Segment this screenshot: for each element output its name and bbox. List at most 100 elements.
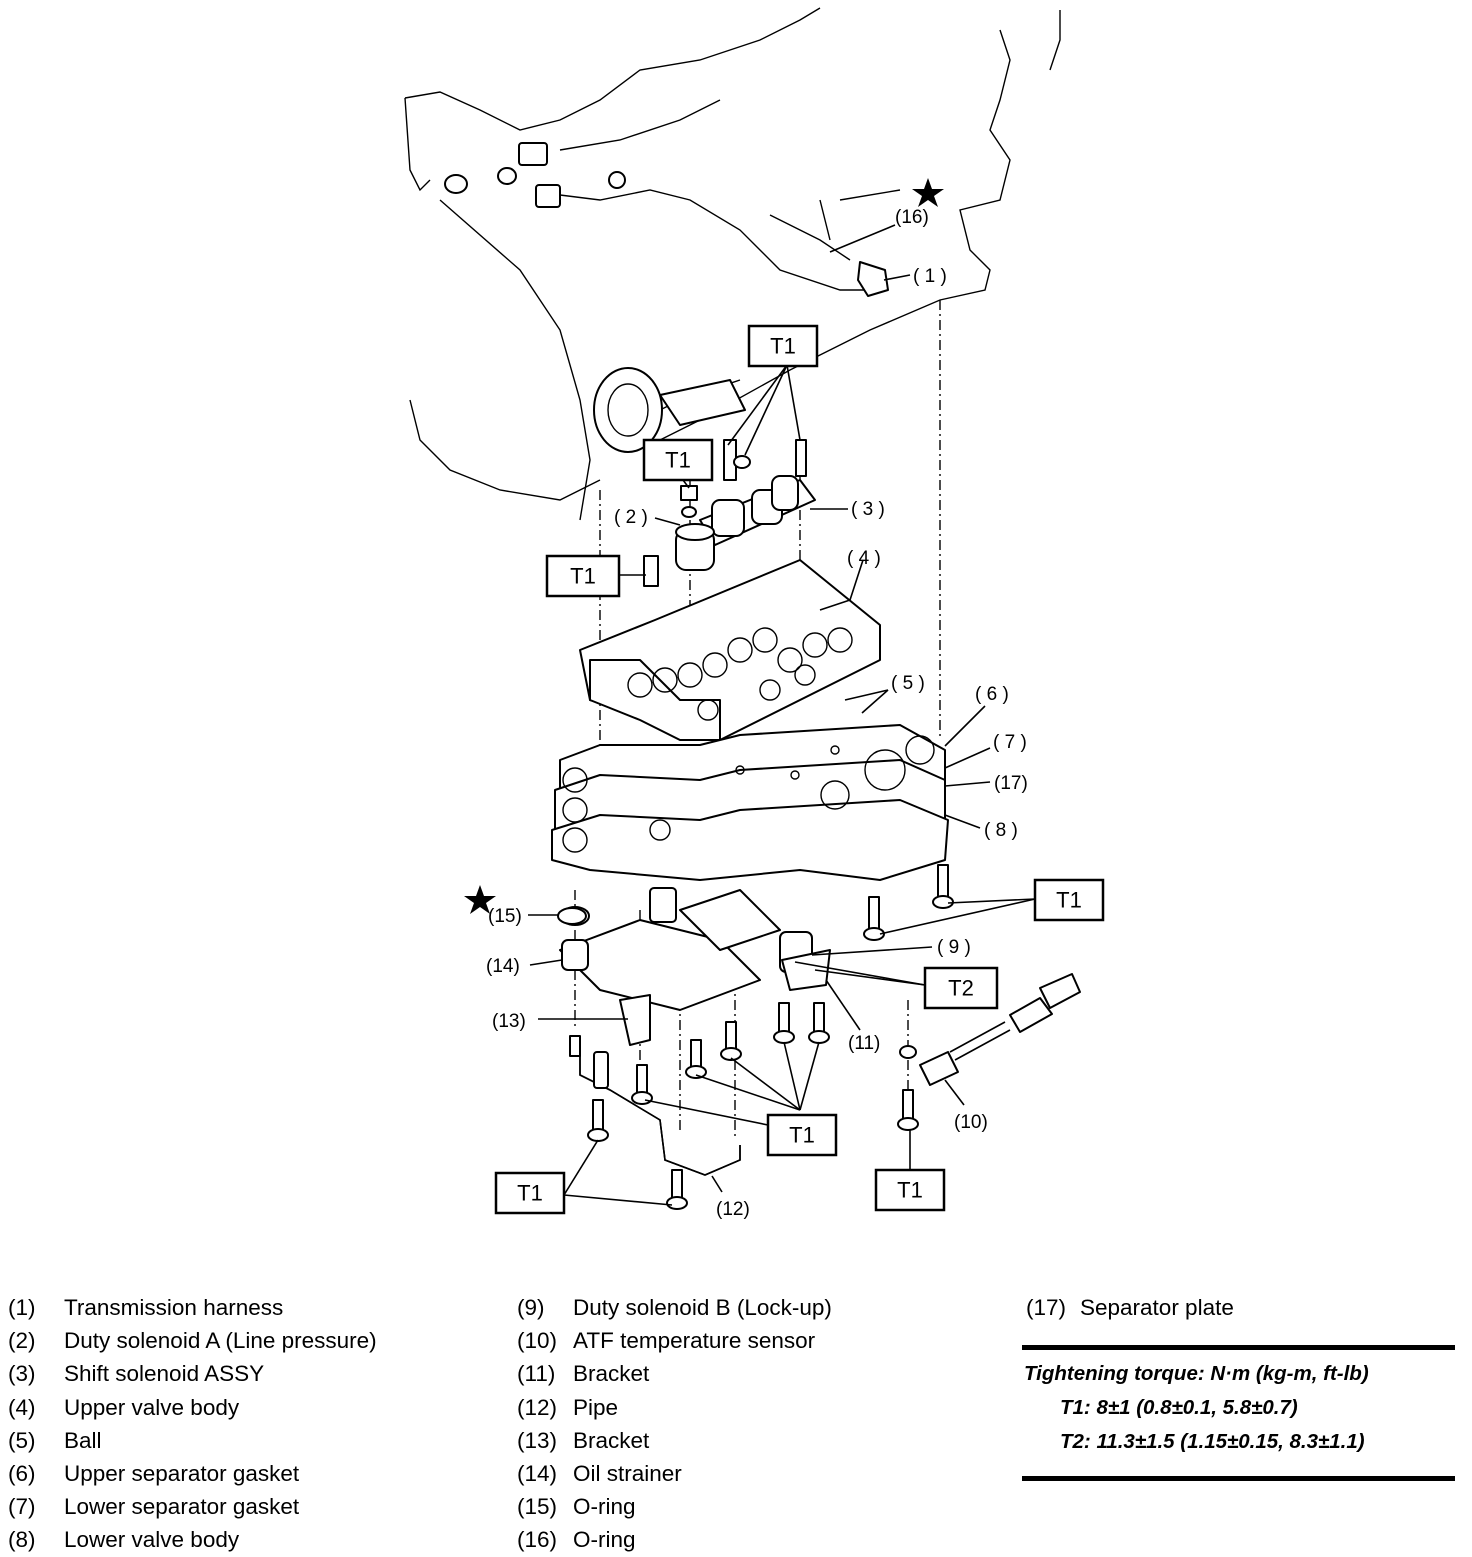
callout-10: (10) <box>954 1112 988 1133</box>
torque-box-t1-solenoid-a: T1 <box>642 438 714 482</box>
legend-number: (13) <box>517 1427 558 1453</box>
svg-text:T1: T1 <box>789 1123 815 1148</box>
callout-8: ( 8 ) <box>984 820 1018 841</box>
legend-number: (1) <box>8 1295 36 1320</box>
legend-label: Transmission harness <box>64 1295 284 1320</box>
legend-item: (9) Duty solenoid B (Lock-up) <box>517 1291 832 1324</box>
legend-item: (15)O-ring <box>517 1490 832 1523</box>
callout-7: ( 7 ) <box>993 732 1027 753</box>
bracket-13 <box>619 994 651 1046</box>
torque-title: Tightening torque: N·m (kg-m, ft-lb) <box>1024 1362 1369 1385</box>
svg-text:T1: T1 <box>517 1181 543 1206</box>
legend-item: (13) Bracket <box>517 1424 832 1457</box>
torque-spec-t2: T2: 11.3±1.5 (1.15±0.15, 8.3±1.1) <box>1060 1430 1365 1453</box>
legend-number: (8) <box>8 1527 36 1553</box>
legend-label: O-ring <box>573 1494 636 1520</box>
bolts <box>569 864 954 1210</box>
callout-3: ( 3 ) <box>851 499 885 520</box>
legend-number: (6) <box>8 1461 36 1487</box>
legend-item: (1) Transmission harness <box>8 1291 377 1324</box>
legend-label: Lower valve body <box>64 1527 240 1553</box>
callout-6: ( 6 ) <box>975 684 1009 705</box>
legend-item: (5) Ball <box>8 1424 377 1457</box>
callout-15: (15) <box>488 906 522 927</box>
leader-lines <box>528 224 1036 1206</box>
torque-box-t2: T2 <box>923 966 999 1010</box>
transmission-case <box>404 7 1061 521</box>
legend-number: (17) <box>1026 1295 1067 1320</box>
legend-label: Upper separator gasket <box>64 1461 300 1487</box>
legend-item: (4)Upper valve body <box>8 1391 377 1424</box>
torque-box-t1-lower-right: T1 <box>874 1168 946 1212</box>
callout-1: ( 1 ) <box>913 266 947 287</box>
legend-item: (3) Shift solenoid ASSY <box>8 1357 377 1390</box>
legend-item: (8) Lower valve body <box>8 1523 377 1556</box>
legend-label: Bracket <box>573 1361 650 1387</box>
legend-number: (5) <box>8 1427 36 1453</box>
torque-box-t1-right: T1 <box>1033 878 1105 922</box>
svg-text:T1: T1 <box>570 564 596 589</box>
callout-16: (16) <box>895 207 929 228</box>
callout-2: ( 2 ) <box>614 507 648 528</box>
torque-box-t1-lower-center: T1 <box>766 1113 838 1157</box>
svg-text:T1: T1 <box>665 448 691 473</box>
legend-label: Duty solenoid A (Line pressure) <box>64 1328 377 1354</box>
legend-number: (10) <box>517 1328 558 1354</box>
o-ring-15 <box>557 907 587 925</box>
callout-14: (14) <box>486 956 520 977</box>
legend-item: (14)Oil strainer <box>517 1457 832 1490</box>
legend-label: Ball <box>64 1427 102 1453</box>
legend-number: (2) <box>8 1328 36 1354</box>
legend-number: (9) <box>517 1295 545 1320</box>
shift-solenoid-assy <box>699 439 816 546</box>
duty-solenoid-a <box>643 485 715 587</box>
legend-item: (11) Bracket <box>517 1357 832 1390</box>
legend-label: Separator plate <box>1080 1295 1234 1320</box>
upper-valve-body <box>579 559 881 741</box>
torque-boxes: T1 T1 T1 T1 T2 T1 T1 T1 <box>494 324 1105 1215</box>
torque-box-t1-left: T1 <box>545 554 621 598</box>
svg-text:T2: T2 <box>948 976 974 1001</box>
legend-label: Duty solenoid B (Lock-up) <box>573 1295 832 1320</box>
torque-box-t1-lower-left: T1 <box>494 1171 566 1215</box>
legend-label: Upper valve body <box>64 1394 240 1420</box>
legend-item: (12) Pipe <box>517 1391 832 1424</box>
pipe <box>579 1045 741 1176</box>
callout-labels: ( 1 ) ( 2 ) ( 3 ) ( 4 ) ( 5 ) ( 6 ) ( 7 … <box>486 207 1028 1220</box>
torque-box-t1-top: T1 <box>747 324 819 368</box>
legend-number: (11) <box>517 1361 556 1387</box>
callout-12: (12) <box>716 1199 750 1220</box>
legend-label: Shift solenoid ASSY <box>64 1361 265 1387</box>
callout-5: ( 5 ) <box>891 673 925 694</box>
legend-column-2: (9) Duty solenoid B (Lock-up) (10) ATF tem… <box>517 1291 832 1557</box>
svg-text:T1: T1 <box>770 334 796 359</box>
legend-item: (6) Upper separator gasket <box>8 1457 377 1490</box>
svg-text:T1: T1 <box>897 1178 923 1203</box>
legend-item: (7) Lower separator gasket <box>8 1490 377 1523</box>
callout-17: (17) <box>994 773 1028 794</box>
legend-label: Lower separator gasket <box>64 1494 300 1520</box>
torque-spec-t1: T1: 8±1 (0.8±0.1, 5.8±0.7) <box>1060 1396 1298 1419</box>
legend-item: (10) ATF temperature sensor <box>517 1324 832 1357</box>
svg-text:T1: T1 <box>1056 888 1082 913</box>
legend-number: (16) <box>517 1527 558 1553</box>
legend-item: (17) Separator plate <box>1026 1291 1234 1324</box>
legend-item: (16) O-ring <box>517 1523 832 1556</box>
legend-label: Bracket <box>573 1427 650 1453</box>
legend-label: O-ring <box>573 1527 636 1553</box>
exploded-view-diagram: ( 1 ) ( 2 ) ( 3 ) ( 4 ) ( 5 ) ( 6 ) ( 7 … <box>404 7 1105 1220</box>
legend-number: (12) <box>517 1394 558 1420</box>
star-mark-16 <box>912 178 944 207</box>
bracket-11 <box>781 949 831 991</box>
star-mark-15 <box>464 885 496 914</box>
legend-label: ATF temperature sensor <box>573 1328 816 1354</box>
callout-4: ( 4 ) <box>847 548 881 569</box>
tightening-torque-box: Tightening torque: N·m (kg-m, ft-lb) T1:… <box>1022 1345 1455 1481</box>
legend-number: (7) <box>8 1494 36 1520</box>
legend-column-1: (1) Transmission harness (2) Duty solenoid… <box>8 1291 377 1557</box>
legend-number: (3) <box>8 1361 36 1387</box>
legend-label: Pipe <box>573 1394 619 1420</box>
legend-column-3: (17) Separator plate <box>1026 1291 1234 1324</box>
duty-solenoid-b <box>649 887 813 973</box>
legend-label: Oil strainer <box>573 1461 682 1487</box>
